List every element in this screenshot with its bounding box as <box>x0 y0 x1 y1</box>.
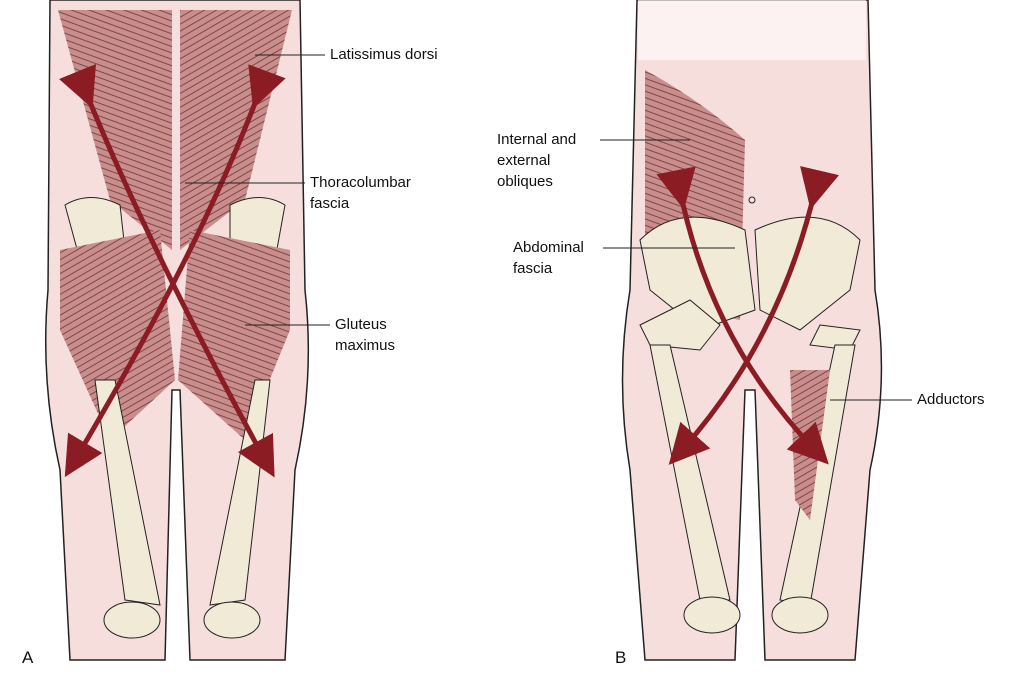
label-obliques: Internal and external obliques <box>497 131 577 190</box>
label-adductors: Adductors <box>917 391 985 408</box>
force-arrow <box>668 165 840 465</box>
force-arrow <box>64 64 286 478</box>
label-latissimus-dorsi: Latissimus dorsi <box>330 46 438 63</box>
panel-letter-b: B <box>615 648 627 667</box>
figure-a-posterior <box>44 0 330 661</box>
label-abdominal-fascia: Abdominal fascia <box>513 239 584 277</box>
label-gluteus-maximus: Gluteus maximus <box>335 316 396 354</box>
panel-letter-a: A <box>22 648 34 667</box>
label-thoracolumbar-fascia: Thoracolumbar fascia <box>310 174 411 212</box>
figure-b-anterior <box>600 0 912 661</box>
